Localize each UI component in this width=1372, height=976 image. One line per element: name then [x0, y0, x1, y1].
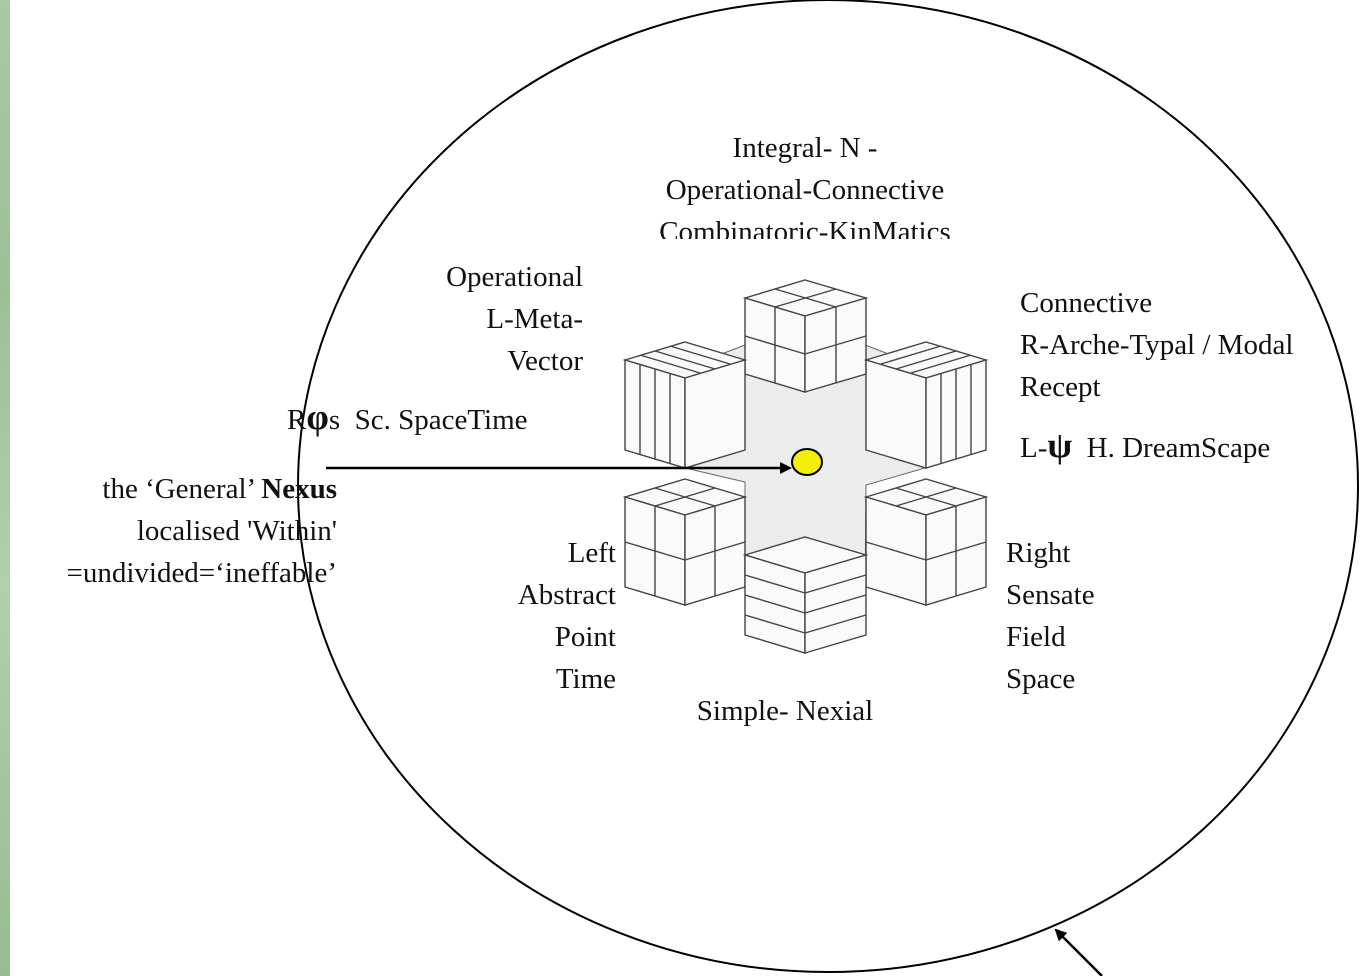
lower-right-cube: [863, 478, 989, 606]
phi-symbol: φ: [306, 397, 329, 437]
bottom-label: Simple- Nexial: [696, 695, 874, 727]
phi-spacetime-label: Rφs Sc. SpaceTime: [287, 397, 528, 437]
upper-left-label: Operational L-Meta- Vector: [446, 261, 583, 377]
psi-symbol: ψ: [1047, 425, 1073, 465]
bottom-cube: [742, 536, 869, 654]
nexus-label: the ‘General’ Nexus localised 'Within' =…: [66, 473, 337, 589]
lower-right-label: Right Sensate Field Space: [1006, 537, 1095, 695]
upper-right-label: Connective R-Arche-Typal / Modal Recept: [1020, 287, 1294, 403]
upper-left-cube: [622, 341, 748, 469]
left-edge-texture: [0, 0, 10, 976]
boundary-arrow: [1054, 928, 1103, 976]
top-cube: [742, 279, 869, 393]
lower-left-cube: [622, 478, 748, 606]
upper-right-cube: [863, 341, 989, 469]
center-dot: [791, 448, 823, 476]
outer-ellipse: [297, 0, 1359, 973]
lower-left-label: Left Abstract Point Time: [517, 537, 616, 695]
psi-dreamscape-label: L-ψ H. DreamScape: [1020, 425, 1271, 465]
top-label: Integral- N - Operational-Connective Com…: [659, 132, 951, 239]
